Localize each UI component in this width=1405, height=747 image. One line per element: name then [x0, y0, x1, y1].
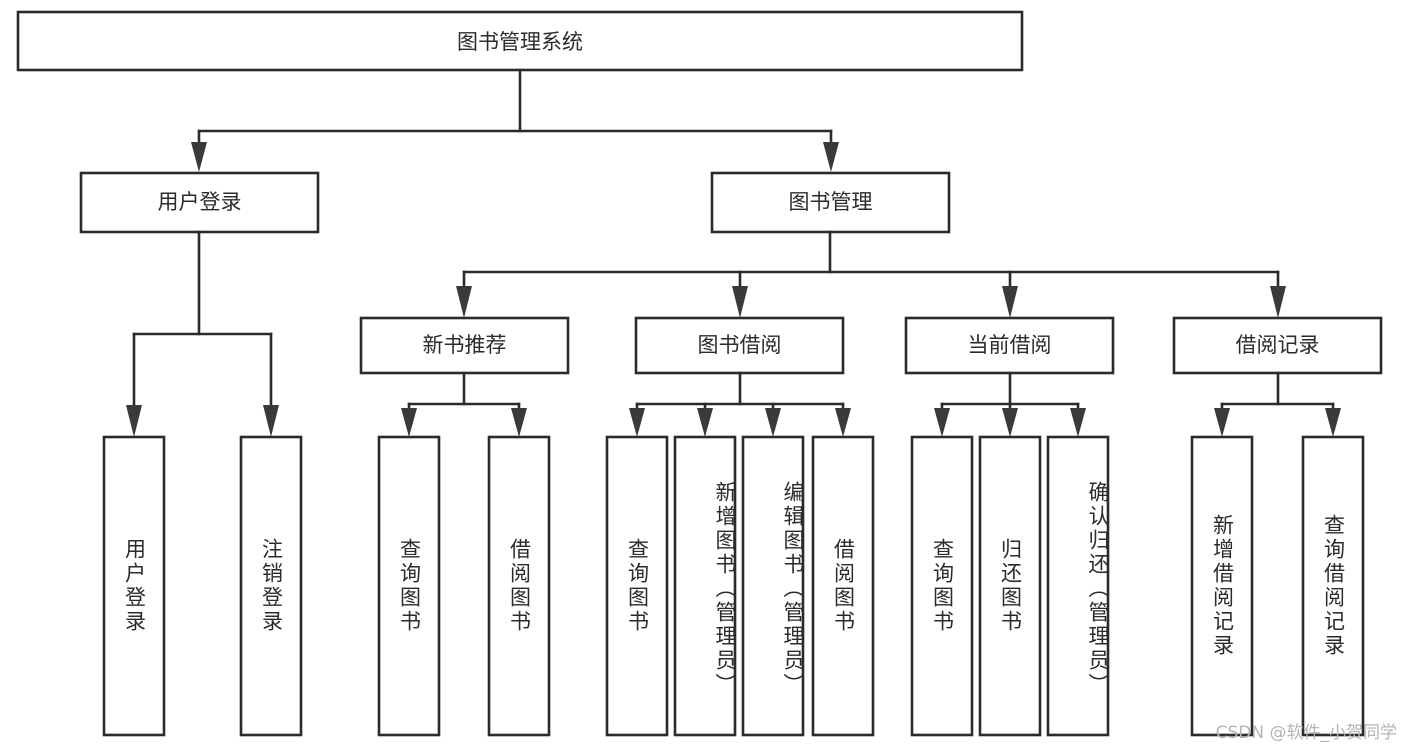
- new-book-rec-box: [359, 316, 570, 375]
- user-login-label: 用户登录: [158, 190, 242, 214]
- new-book-rec-label: 新书推荐: [423, 333, 507, 357]
- leaf-box-query-book-3[interactable]: [910, 435, 974, 737]
- node-new-book-rec[interactable]: 新书推荐: [359, 316, 570, 375]
- leaf-box-add-record[interactable]: [1190, 435, 1254, 737]
- arrow-head-icon: [456, 286, 472, 318]
- arrow-head-icon: [263, 405, 279, 437]
- connector-book-manage-to-level3: [456, 230, 1286, 318]
- root-box: [16, 10, 1024, 72]
- arrow-head-icon: [126, 405, 142, 437]
- node-book-borrow[interactable]: 图书借阅: [634, 316, 845, 375]
- connector-current-borrow-to-leaves: [934, 371, 1086, 437]
- node-current-borrow[interactable]: 当前借阅: [904, 316, 1115, 375]
- arrow-head-icon: [1325, 408, 1341, 437]
- arrow-head-icon: [1270, 286, 1286, 318]
- arrow-head-icon: [823, 142, 839, 172]
- leaf-box-confirm-return[interactable]: [1046, 435, 1110, 737]
- arrow-head-icon: [191, 142, 207, 172]
- leaf-box-edit-book[interactable]: [741, 435, 805, 737]
- leaf-box-query-record[interactable]: [1301, 435, 1365, 737]
- leaf-box-query-book-2[interactable]: [605, 435, 669, 737]
- connector-root-to-level2: [191, 68, 839, 172]
- root-label: 图书管理系统: [457, 30, 583, 54]
- book-manage-label: 图书管理: [789, 190, 873, 214]
- connector-borrow-record-to-leaves: [1214, 371, 1341, 437]
- node-user-login[interactable]: 用户登录: [79, 171, 320, 234]
- arrow-head-icon: [1002, 286, 1018, 318]
- leaf-box-query-book-1[interactable]: [377, 435, 441, 737]
- user-login-box: [79, 171, 320, 234]
- arrow-head-icon: [732, 286, 748, 318]
- current-borrow-label: 当前借阅: [968, 333, 1052, 357]
- arrow-head-icon: [511, 408, 527, 437]
- arrow-head-icon: [1002, 408, 1018, 437]
- arrow-head-icon: [765, 408, 781, 437]
- leaf-box-add-book[interactable]: [673, 435, 737, 737]
- borrow-record-label: 借阅记录: [1236, 333, 1320, 357]
- book-borrow-label: 图书借阅: [698, 333, 782, 357]
- connector-user-login-to-leaves: [126, 230, 279, 437]
- node-borrow-record[interactable]: 借阅记录: [1172, 316, 1383, 375]
- leaf-box-user-logout[interactable]: [239, 435, 303, 737]
- arrow-head-icon: [697, 408, 713, 437]
- current-borrow-box: [904, 316, 1115, 375]
- node-book-manage[interactable]: 图书管理: [710, 171, 951, 234]
- arrow-head-icon: [1214, 408, 1230, 437]
- connector-new-book-rec-to-leaves: [401, 371, 527, 437]
- arrow-head-icon: [934, 408, 950, 437]
- arrow-head-icon: [629, 408, 645, 437]
- arrow-head-icon: [835, 408, 851, 437]
- leaf-box-return-book[interactable]: [978, 435, 1042, 737]
- leaf-box-user-login[interactable]: [102, 435, 166, 737]
- leaf-box-borrow-book-2[interactable]: [811, 435, 875, 737]
- connector-book-borrow-to-leaves: [629, 371, 851, 437]
- arrow-head-icon: [401, 408, 417, 437]
- node-root[interactable]: 图书管理系统: [16, 10, 1024, 72]
- leaf-box-borrow-book-1[interactable]: [487, 435, 551, 737]
- arrow-head-icon: [1070, 408, 1086, 437]
- watermark-text: CSDN @软件_小贺同学: [1215, 723, 1397, 743]
